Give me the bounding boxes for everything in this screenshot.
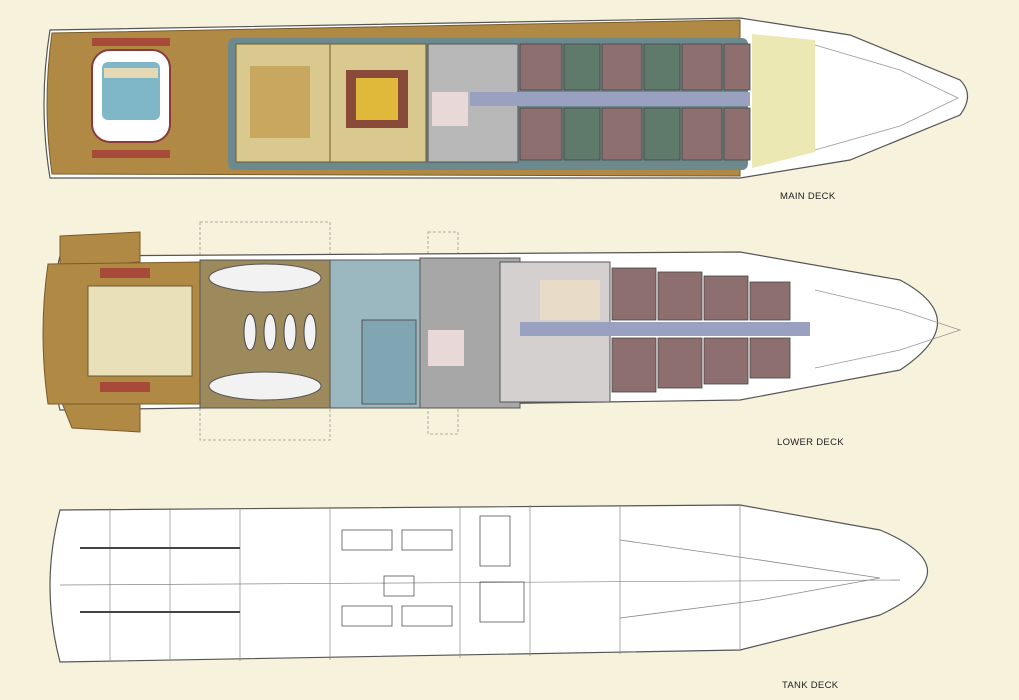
main-deck-plan [43,17,969,179]
tank-deck-tank [341,529,393,551]
lower-deck-cabin [657,271,703,321]
main-deck-corridor [470,92,750,106]
lower-deck-stern-wing-top [59,231,141,269]
tank-deck-label: TANK DECK [782,680,839,691]
lower-deck-jetskis [243,313,317,351]
lower-deck-cabin [749,337,791,379]
lower-deck-cabin [611,337,657,393]
main-deck-pool-loungers [104,68,158,78]
main-deck-cabin [723,107,751,161]
main-deck-cabin [643,43,681,91]
main-deck-cabin [643,107,681,161]
lower-deck-label: LOWER DECK [777,437,844,448]
lower-deck-cabin [703,275,749,321]
lower-deck-crew-cabins [611,267,791,393]
main-deck-cabin [601,107,643,161]
lower-deck-sofa-bottom [100,382,150,392]
lower-deck-cabin [611,267,657,321]
main-deck-cabin [563,107,601,161]
tank-deck-tank [479,581,525,623]
tank-deck-tanks [341,515,525,627]
tank-deck-tank [383,575,415,597]
main-deck-lounge-seating [250,66,310,138]
lower-deck-cabin [657,337,703,389]
lower-deck-engine [361,319,417,405]
lower-deck-hatch-outline [199,221,331,257]
lower-deck-sofa-top [100,268,150,278]
main-deck-aft-sofa-bottom [92,150,170,158]
lower-deck-crew-stair [428,330,464,366]
lower-deck-bow-lines [814,289,962,369]
tank-deck-tank [401,605,453,627]
lower-deck-jetski [303,313,317,351]
main-deck-dining-table-top [356,78,398,120]
main-deck-bow-lines [814,44,959,151]
main-deck-cabins-port [519,43,751,91]
tank-deck-hull [49,504,928,663]
main-deck-label: MAIN DECK [780,191,836,202]
main-deck-foredeck-light [752,34,815,168]
lower-deck-cabin [749,281,791,321]
tank-deck-plan [49,504,928,663]
main-deck-cabin [519,107,563,161]
lower-deck-cabin [703,337,749,385]
main-deck-cabin [519,43,563,91]
tank-deck-bow-lines [619,539,881,619]
lower-deck-beach-club [87,285,193,377]
lower-deck-jetski [243,313,257,351]
main-deck-cabin [601,43,643,91]
main-deck-cabins-starboard [519,107,751,161]
main-deck-cabin [681,107,723,161]
main-deck-cabin [723,43,751,91]
tank-deck-tank [341,605,393,627]
lower-deck-corridor [520,322,810,336]
main-deck-cabin [681,43,723,91]
main-deck-stair [432,92,468,126]
lower-deck-jetski [263,313,277,351]
main-deck-aft-sofa-top [92,38,170,46]
main-deck-cabin [563,43,601,91]
lower-deck-tender-bottom [208,371,322,401]
lower-deck-tender-top [208,263,322,293]
lower-deck-plan [42,221,962,441]
lower-deck-crew-lounge [540,280,600,320]
tank-deck-tank [401,529,453,551]
tank-deck-tank [479,515,511,567]
lower-deck-jetski [283,313,297,351]
